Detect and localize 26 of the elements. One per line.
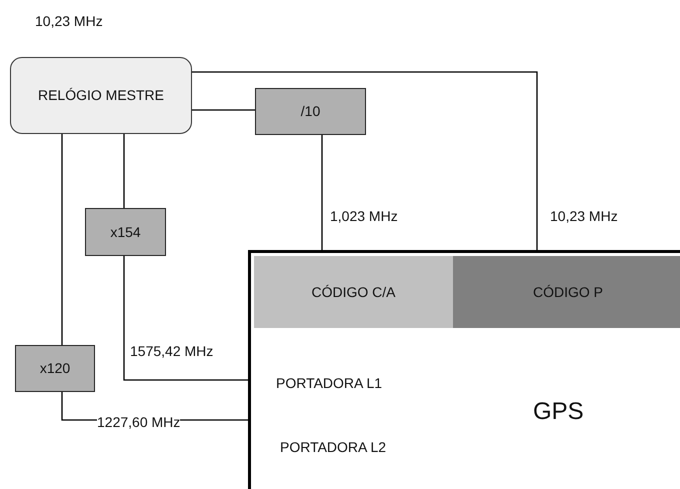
connector-line bbox=[192, 109, 255, 111]
panel-title: GPS bbox=[533, 397, 584, 427]
node-label: PORTADORA L1 bbox=[276, 374, 382, 392]
code-band bbox=[453, 256, 680, 328]
node-label: x120 bbox=[40, 359, 70, 378]
node-label: CÓDIGO P bbox=[532, 282, 603, 302]
clock-box bbox=[10, 57, 192, 134]
node-label: x154 bbox=[110, 222, 141, 242]
connector-line bbox=[61, 134, 63, 345]
connector-line bbox=[123, 256, 250, 381]
node-label: RELÓGIO MESTRE bbox=[38, 86, 164, 105]
gps-panel bbox=[248, 250, 680, 489]
node-label: PORTADORA L2 bbox=[280, 438, 386, 456]
connector-line bbox=[123, 134, 125, 208]
edge-label: 1227,60 MHz bbox=[97, 414, 180, 430]
multiplier-box bbox=[15, 345, 95, 392]
frequency-label: 10,23 MHz bbox=[35, 13, 103, 29]
connector-line bbox=[192, 71, 538, 253]
connector-line bbox=[321, 135, 323, 253]
edge-label: 1,023 MHz bbox=[330, 208, 398, 224]
node-label: CÓDIGO C/A bbox=[311, 282, 396, 302]
edge-label: 10,23 MHz bbox=[550, 208, 618, 224]
multiplier-box bbox=[85, 208, 166, 256]
code-band bbox=[254, 256, 453, 328]
node-label: /10 bbox=[300, 102, 320, 121]
edge-label: 1575,42 MHz bbox=[130, 343, 214, 359]
